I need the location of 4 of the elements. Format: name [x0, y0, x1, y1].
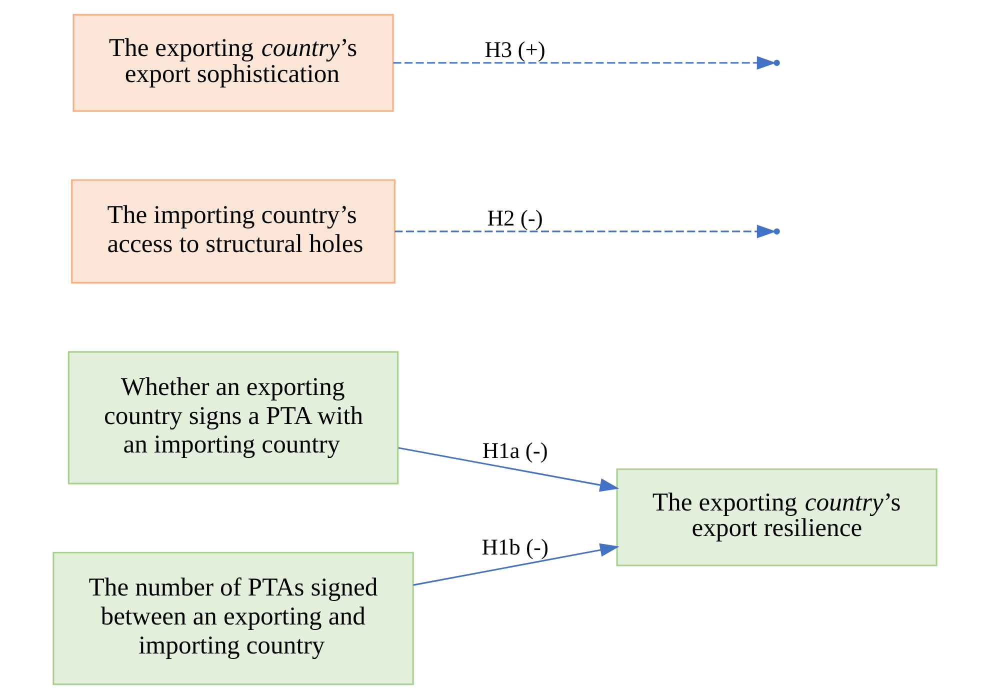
edge-label: H2 (-)	[487, 205, 543, 230]
edge-label: H3 (+)	[484, 36, 546, 62]
edge-label: H1a (-)	[482, 438, 548, 464]
edge-label: H1b (-)	[482, 534, 548, 560]
